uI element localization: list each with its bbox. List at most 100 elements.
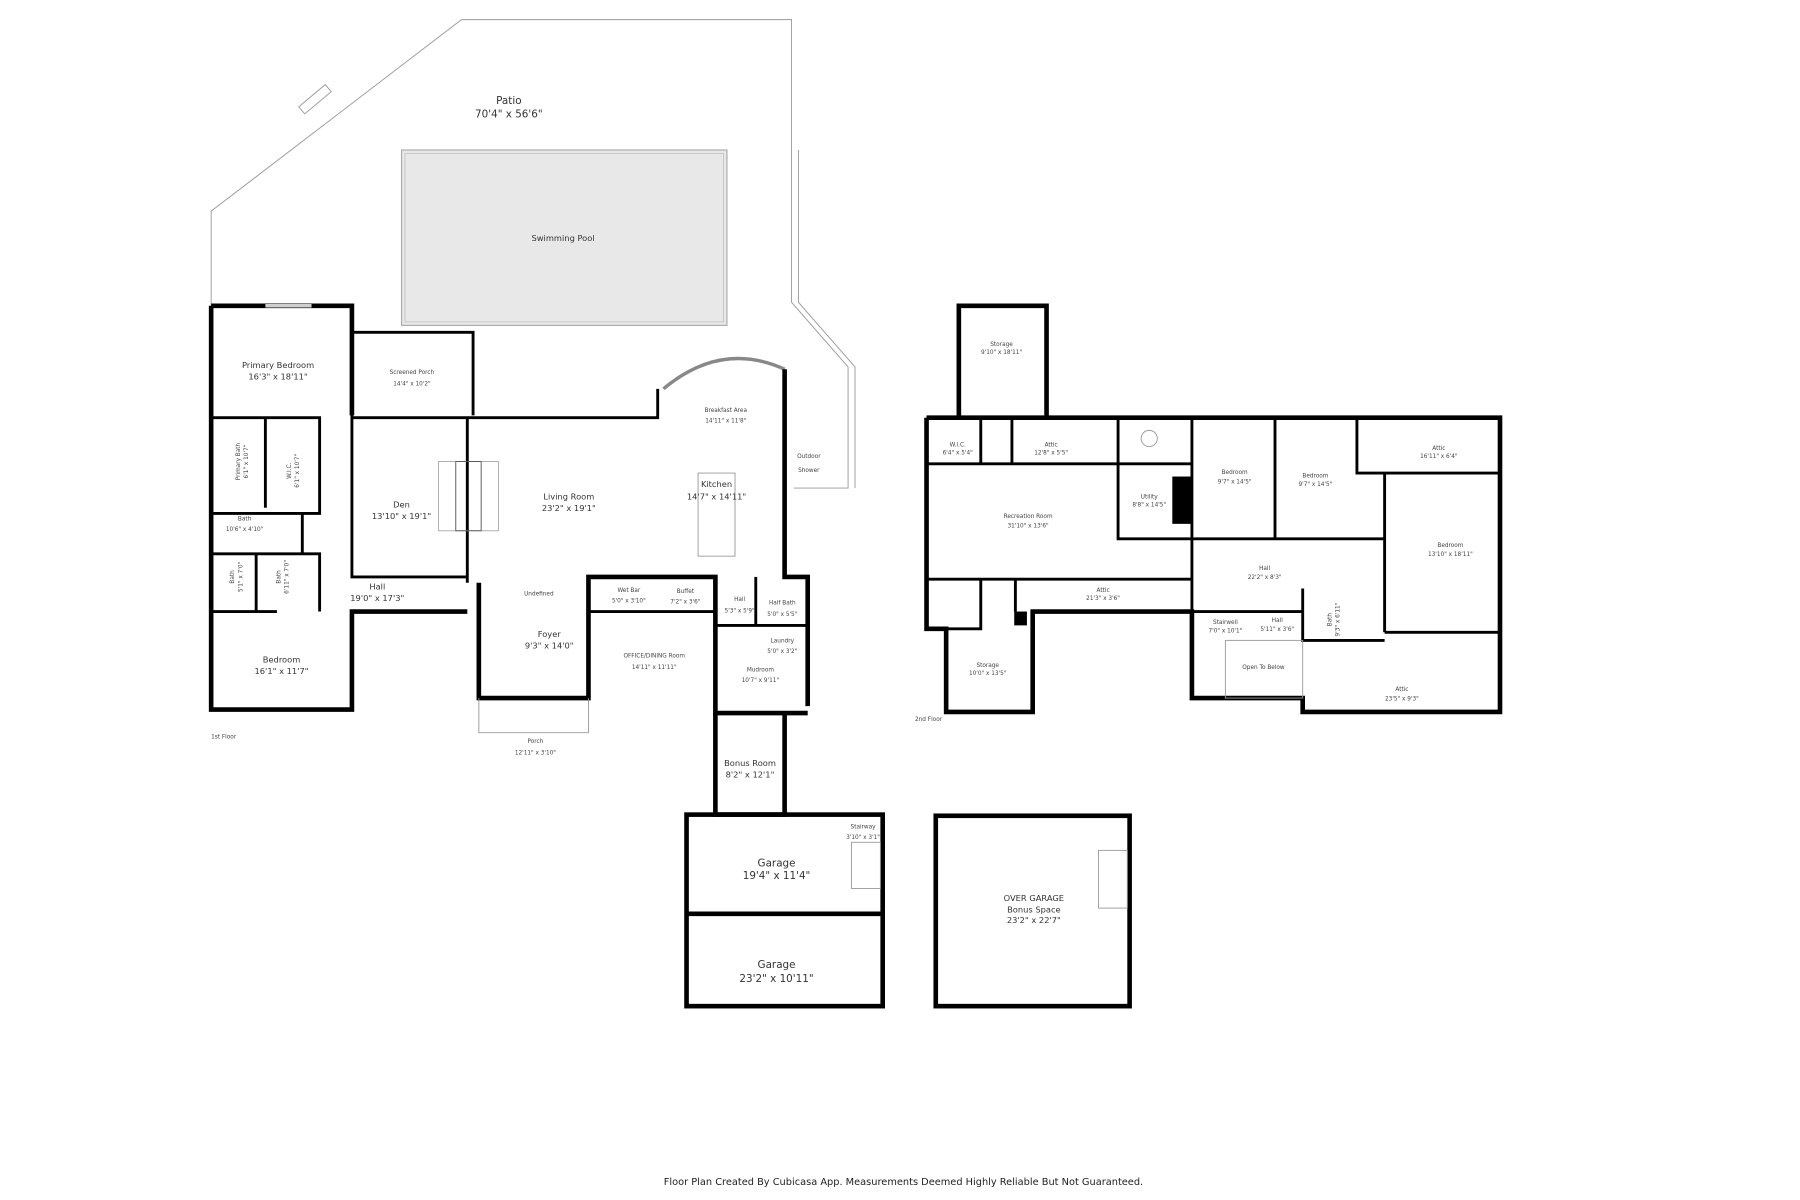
room-label: Stairwell	[1213, 620, 1238, 626]
room-label: Bath	[1328, 613, 1334, 627]
room-dims: 12'8" x 5'5"	[1034, 451, 1068, 457]
room-dims: 5'11" x 3'6"	[1260, 627, 1294, 633]
room-dims: 5'3" x 5'9"	[725, 609, 755, 615]
room-label: Bonus Room	[724, 758, 776, 768]
floor-label: 1st Floor	[211, 734, 237, 740]
room-dims: 31'10" x 13'6"	[1008, 523, 1049, 529]
room-dims: 6'1" x 10'7"	[244, 444, 250, 478]
room-label: Attic	[1097, 588, 1110, 594]
room-dims: 21'3" x 3'6"	[1086, 596, 1120, 602]
room-label: Living Room	[543, 492, 594, 502]
first-floor-walls	[208, 303, 885, 1009]
second-floor-labels: Storage 9'10" x 18'11" W.I.C. 6'4" x 5'4…	[915, 342, 1473, 925]
room-dims: 5'0" x 3'10"	[612, 598, 646, 604]
room-label: Attic	[1395, 687, 1408, 693]
room-label: Open To Below	[1242, 665, 1285, 671]
room-label: Stairway	[851, 824, 877, 830]
room-label: Garage	[758, 858, 796, 870]
room-label: Foyer	[538, 629, 562, 639]
room-dims: 22'2" x 8'3"	[1248, 575, 1282, 581]
room-label: Wet Bar	[617, 588, 640, 594]
pool-label: Swimming Pool	[531, 233, 594, 243]
room-dims: Shower	[798, 468, 820, 474]
room-label: Outdoor	[797, 454, 821, 460]
room-label: Bedroom	[1302, 474, 1328, 480]
room-label: Porch	[527, 739, 543, 745]
room-dims: 9'7" x 14'5"	[1218, 479, 1252, 485]
room-dims: 10'7" x 9'11"	[742, 678, 780, 684]
room-label: Attic	[1045, 443, 1058, 449]
room-dims: 9'3" x 6'11"	[1336, 602, 1342, 636]
room-dims: 5'1" x 7'0"	[238, 562, 244, 592]
room-dims: 23'2" x 19'1"	[542, 503, 596, 513]
footer-disclaimer: Floor Plan Created By Cubicasa App. Meas…	[664, 1177, 1143, 1188]
room-dims: 14'4" x 10'2"	[393, 381, 431, 387]
room-dims: 5'0" x 3'2"	[767, 649, 797, 655]
room-dims: 10'0" x 13'5"	[969, 671, 1007, 677]
room-label: Hall	[734, 597, 745, 603]
swimming-pool	[400, 149, 728, 326]
room-label: Garage	[758, 959, 796, 971]
room-label: Bedroom	[1222, 470, 1248, 476]
room-label: Bath	[230, 570, 236, 584]
room-dims: 19'4" x 11'4"	[743, 870, 811, 882]
room-sublabel: Bonus Space	[1007, 905, 1061, 915]
room-label: Undefined	[524, 591, 554, 597]
room-label: Bath	[238, 516, 252, 522]
room-dims: 9'10" x 18'11"	[981, 350, 1022, 356]
room-dims: 6'1" x 10'7"	[295, 454, 301, 488]
room-dims: 12'11" x 3'10"	[515, 751, 556, 757]
room-dims: 23'2" x 22'7"	[1007, 915, 1061, 925]
room-label: Den	[393, 500, 410, 510]
room-label: Kitchen	[701, 479, 732, 489]
room-label: Half Bath	[769, 601, 796, 607]
room-dims: 9'7" x 14'5"	[1298, 482, 1332, 488]
second-floor-walls	[924, 303, 1503, 1009]
room-dims: 7'0" x 10'1"	[1208, 628, 1242, 634]
room-label: Bedroom	[1437, 543, 1463, 549]
room-dims: 9'3" x 14'0"	[525, 640, 574, 650]
room-dims: 14'7" x 14'11"	[687, 492, 747, 502]
room-dims: 8'8" x 14'5"	[1132, 503, 1166, 509]
room-label: Screened Porch	[390, 370, 435, 376]
room-label: Breakfast Area	[705, 408, 747, 414]
room-dims: 16'3" x 18'11"	[248, 372, 308, 382]
room-label: Storage	[990, 342, 1013, 348]
room-dims: 13'10" x 18'11"	[1428, 552, 1473, 558]
room-dims: 8'2" x 12'1"	[726, 770, 775, 780]
room-label: Bath	[276, 570, 282, 584]
room-label: W.I.C.	[287, 462, 293, 478]
room-dims: 19'0" x 17'3"	[350, 593, 404, 603]
room-dims: 14'11" x 11'11"	[632, 665, 677, 671]
room-label: Mudroom	[747, 668, 775, 674]
room-dims: 3'10" x 3'1"	[846, 835, 880, 841]
room-label: OFFICE/DINING Room	[623, 654, 685, 660]
room-label: Laundry	[771, 639, 795, 645]
room-label: Recreation Room	[1004, 514, 1053, 520]
room-dims: 10'6" x 4'10"	[226, 527, 264, 533]
room-label: Storage	[976, 663, 999, 669]
room-label: Primary Bedroom	[242, 360, 314, 370]
room-dims: 6'4" x 5'4"	[943, 451, 973, 457]
room-dims: 16'11" x 6'4"	[1420, 454, 1458, 460]
room-dims: 6'11" x 7'0"	[284, 560, 290, 594]
patio-dims: 70'4" x 56'6"	[475, 109, 543, 121]
room-label: Hall	[1259, 566, 1270, 572]
room-dims: 16'1" x 11'7"	[255, 666, 309, 676]
room-label: Hall	[369, 582, 385, 592]
patio	[210, 19, 856, 489]
room-label: W.I.C.	[950, 443, 966, 449]
first-floor-labels: Patio 70'4" x 56'6" Swimming Pool Primar…	[211, 95, 880, 985]
room-dims: 23'5" x 9'3"	[1385, 696, 1419, 702]
room-label: Bedroom	[263, 654, 301, 664]
room-dims: 7'2" x 3'6"	[670, 599, 700, 605]
room-label: Utility	[1141, 494, 1159, 500]
room-dims: 14'11" x 11'8"	[705, 418, 746, 424]
room-dims: 23'2" x 10'11"	[739, 973, 813, 985]
room-label: Buffet	[677, 589, 695, 595]
room-label: Hall	[1272, 618, 1283, 624]
room-dims: 5'0" x 5'5"	[767, 612, 797, 618]
room-label: Primary Bath	[236, 442, 242, 480]
room-label: Attic	[1432, 446, 1445, 452]
